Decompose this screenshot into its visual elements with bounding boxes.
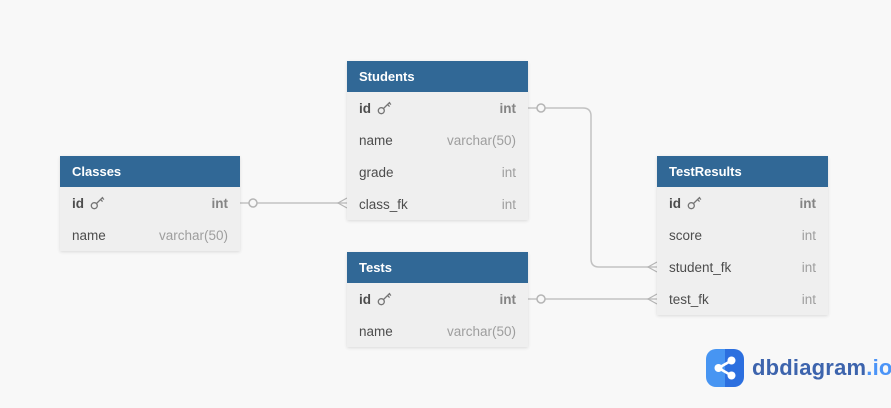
- table-header[interactable]: TestResults: [657, 156, 828, 187]
- many-end-chevron: [646, 293, 658, 305]
- primary-key-icon: [90, 196, 105, 210]
- logo-text: dbdiagram.io: [752, 355, 891, 381]
- primary-key-icon: [377, 101, 392, 115]
- field-row[interactable]: score int: [657, 219, 828, 251]
- relationship-classes-id-to-students-class_fk[interactable]: [240, 197, 348, 209]
- table-header[interactable]: Tests: [347, 252, 528, 283]
- field-row[interactable]: student_fk int: [657, 251, 828, 283]
- many-end-chevron: [336, 197, 348, 209]
- field-type: int: [501, 164, 516, 180]
- field-name: id: [72, 195, 84, 211]
- field-name: name: [359, 323, 393, 339]
- primary-key-icon: [377, 292, 392, 306]
- field-type: int: [499, 100, 517, 116]
- table-title: Tests: [359, 260, 392, 275]
- field-name: student_fk: [669, 259, 732, 275]
- field-type: varchar(50): [446, 132, 516, 148]
- field-row[interactable]: id int: [657, 187, 828, 219]
- table-testresults[interactable]: TestResults id int score int student_fk …: [657, 156, 828, 315]
- field-name: test_fk: [669, 291, 709, 307]
- one-end-ring: [248, 198, 258, 208]
- field-row[interactable]: name varchar(50): [347, 124, 528, 156]
- field-name: class_fk: [359, 196, 408, 212]
- field-type: int: [501, 196, 516, 212]
- table-title: TestResults: [669, 164, 742, 179]
- field-name: id: [669, 195, 681, 211]
- logo-brand: dbdiagram: [752, 355, 867, 380]
- share-icon: [706, 349, 744, 387]
- one-end-ring: [536, 294, 546, 304]
- field-name: grade: [359, 164, 394, 180]
- field-type: int: [801, 227, 816, 243]
- field-name: id: [359, 100, 371, 116]
- field-row[interactable]: id int: [347, 92, 528, 124]
- field-type: int: [801, 259, 816, 275]
- one-end-ring: [536, 103, 546, 113]
- field-row[interactable]: grade int: [347, 156, 528, 188]
- many-end-chevron: [646, 261, 658, 273]
- table-header[interactable]: Classes: [60, 156, 240, 187]
- field-row[interactable]: id int: [347, 283, 528, 315]
- logo-suffix: .io: [866, 355, 891, 380]
- field-row[interactable]: name varchar(50): [60, 219, 240, 251]
- table-tests[interactable]: Tests id int name varchar(50): [347, 252, 528, 347]
- field-name: score: [669, 227, 703, 243]
- field-type: int: [499, 291, 517, 307]
- dbdiagram-logo[interactable]: dbdiagram.io: [705, 348, 891, 388]
- table-title: Classes: [72, 164, 122, 179]
- field-name: name: [72, 227, 106, 243]
- field-name: id: [359, 291, 371, 307]
- field-row[interactable]: name varchar(50): [347, 315, 528, 347]
- primary-key-icon: [687, 196, 702, 210]
- field-type: varchar(50): [158, 227, 228, 243]
- table-students[interactable]: Students id int name varchar(50) grade i…: [347, 61, 528, 220]
- field-row[interactable]: class_fk int: [347, 188, 528, 220]
- field-row[interactable]: test_fk int: [657, 283, 828, 315]
- relationship-tests-id-to-testresults-test_fk[interactable]: [528, 293, 658, 305]
- field-row[interactable]: id int: [60, 187, 240, 219]
- table-header[interactable]: Students: [347, 61, 528, 92]
- field-name: name: [359, 132, 393, 148]
- field-type: int: [801, 291, 816, 307]
- relationship-students-id-to-testresults-student_fk[interactable]: [528, 103, 658, 273]
- table-title: Students: [359, 69, 415, 84]
- field-type: int: [211, 195, 229, 211]
- field-type: varchar(50): [446, 323, 516, 339]
- table-classes[interactable]: Classes id int name varchar(50): [60, 156, 240, 251]
- field-type: int: [799, 195, 817, 211]
